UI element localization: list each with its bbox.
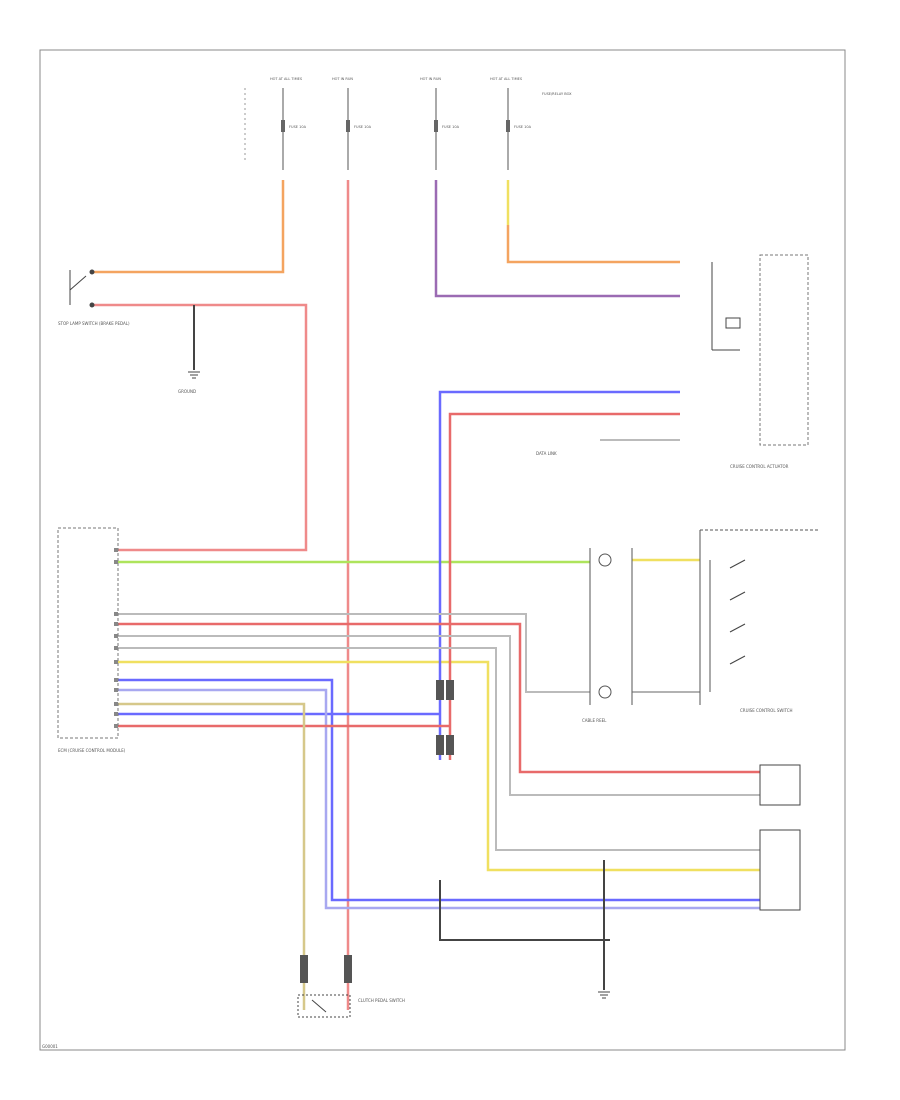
wire-red [118,412,760,774]
ground-icon [598,991,610,999]
actuator-box [759,254,809,446]
wire-pink [92,180,350,1010]
cable-reel [589,548,700,705]
wire-bluelight [118,688,760,910]
footer-label: G00001 [42,1044,58,1049]
connector-pin-icon [114,548,118,728]
fuse-label-4: FUSE 10A [514,125,532,129]
fuse-icon [281,120,510,132]
hot-label-2: HOT IN RUN [332,77,353,81]
wire-orange [92,180,680,274]
hot-label-1: HOT AT ALL TIMES [270,77,303,81]
ground-label: GROUND [178,389,196,394]
page-frame [39,49,846,1051]
switch-icon [729,559,746,665]
hot-label-3: HOT IN RUN [420,77,441,81]
wire-tan [118,702,306,1010]
cruise-switch-block [699,529,820,705]
clutch-switch-label: CLUTCH PEDAL SWITCH [358,998,405,1003]
ecm-box [57,527,119,739]
fuse-label-1: FUSE 10A [289,125,307,129]
connector-pin-icon [300,680,454,983]
data-link-label: DATA LINK [536,451,557,456]
hot-label-4: HOT AT ALL TIMES [490,77,523,81]
cruise-switch-label: CRUISE CONTROL SWITCH [740,708,793,713]
wire-dark [193,305,610,990]
switch-icon [711,262,741,351]
ground-icon [188,371,200,379]
stop-lamp-switch-label: STOP LAMP SWITCH (BRAKE PEDAL) [58,321,130,326]
wire-yellow [118,180,760,872]
wire-gray [118,439,760,851]
fuse-label-2: FUSE 10A [354,125,372,129]
actuator-label: CRUISE CONTROL ACTUATOR [730,464,789,469]
wire-purple [434,180,680,298]
switch-icon [297,994,351,1018]
wire-blue [118,390,760,902]
fuse-box-label: FUSE/RELAY BOX [542,92,572,96]
cable-reel-label: CABLE REEL [582,718,607,723]
ecm-label: ECM (CRUISE CONTROL MODULE) [58,748,126,753]
lower-connector [759,764,801,911]
fuse-label-3: FUSE 10A [442,125,460,129]
switch-icon [69,269,95,308]
